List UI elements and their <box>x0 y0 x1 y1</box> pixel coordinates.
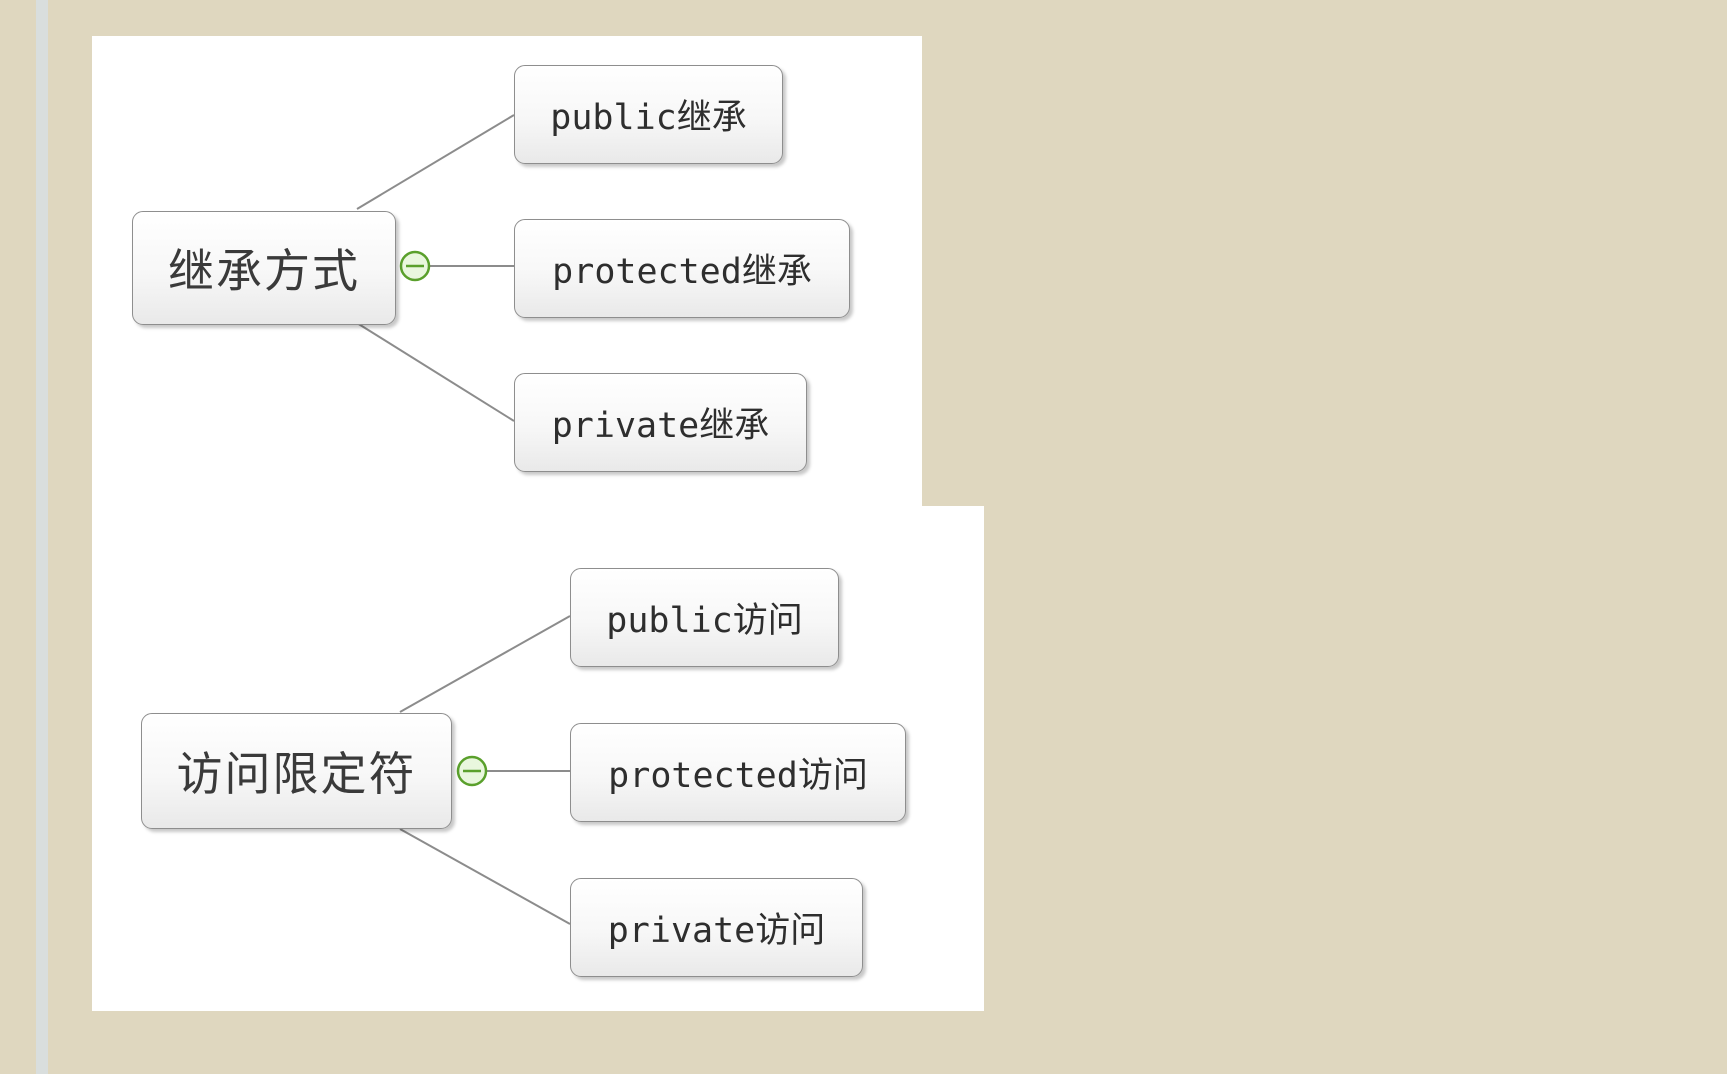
child-node[interactable]: protected继承 <box>514 219 850 318</box>
collapse-icon[interactable] <box>399 250 431 282</box>
root-node[interactable]: 访问限定符 <box>141 713 452 829</box>
mindmap-access-specifiers: 访问限定符 public访问 protected访问 private访问 <box>92 506 984 1011</box>
collapse-icon[interactable] <box>456 755 488 787</box>
child-node[interactable]: private继承 <box>514 373 807 472</box>
child-node[interactable]: public继承 <box>514 65 783 164</box>
connectors <box>356 114 515 422</box>
connector-line <box>356 114 515 210</box>
mindmap-inheritance: 继承方式 public继承 protected继承 private继承 <box>92 36 922 506</box>
connector-line <box>399 828 571 925</box>
root-node[interactable]: 继承方式 <box>132 211 396 325</box>
child-node[interactable]: protected访问 <box>570 723 906 822</box>
child-node[interactable]: private访问 <box>570 878 863 977</box>
connector-line <box>399 615 571 713</box>
side-strip <box>36 0 48 1074</box>
connectors <box>399 615 571 925</box>
child-node[interactable]: public访问 <box>570 568 839 667</box>
connector-line <box>356 322 515 422</box>
